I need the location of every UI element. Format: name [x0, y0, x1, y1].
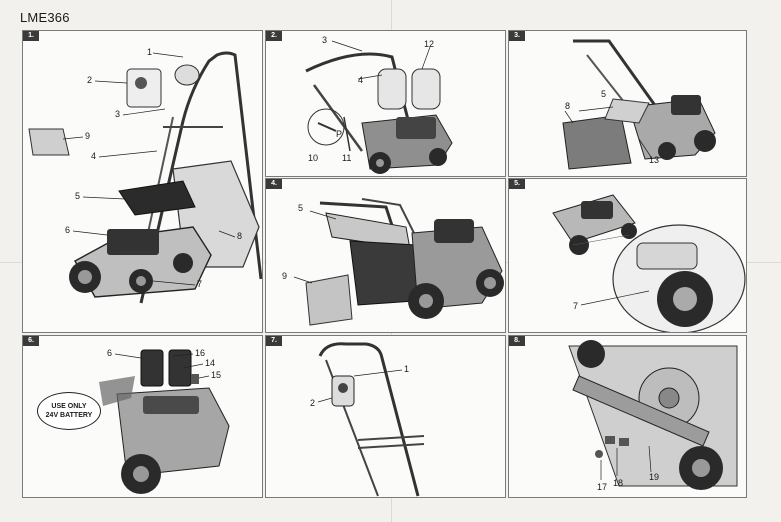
- callout-3: 3: [115, 109, 121, 119]
- callout-9: 9: [282, 271, 288, 281]
- start-switch-illustration: [317, 342, 425, 497]
- step-number: 4.: [266, 179, 282, 189]
- panel-step-4: 4. 5 9: [265, 178, 506, 333]
- height-adjust-illustration: [552, 194, 746, 332]
- callout-10: 10: [308, 153, 319, 163]
- callout-16: 16: [195, 348, 206, 358]
- callout-3: 3: [322, 35, 328, 45]
- callout-5: 5: [75, 191, 81, 201]
- battery-warning-label: USE ONLY 24V BATTERY: [37, 392, 101, 430]
- step-number: 1.: [23, 31, 39, 41]
- callout-8: 8: [565, 101, 571, 111]
- handle-assembly-illustration: [305, 40, 453, 174]
- step-number: 3.: [509, 31, 525, 41]
- panel-step-8: 8. 17 18 19: [508, 335, 747, 498]
- step-number: 7.: [266, 336, 282, 346]
- callout-1: 1: [404, 364, 410, 374]
- panel-step-5: 5. 7: [508, 178, 747, 333]
- panel-step-1: 1. 1 2 3 4 5 6 7 8 9: [22, 30, 263, 333]
- callout-12: 12: [424, 39, 435, 49]
- callout-19: 19: [649, 472, 660, 482]
- callout-17: 17: [597, 482, 608, 492]
- step-number: 2.: [266, 31, 282, 41]
- callout-5: 5: [601, 89, 607, 99]
- callout-2: 2: [87, 75, 93, 85]
- callout-14: 14: [205, 358, 216, 368]
- model-code: LME366: [20, 10, 70, 25]
- callout-6: 6: [107, 348, 113, 358]
- blade-replacement-illustration: [568, 340, 738, 490]
- panel-step-3: 3. 5 8 13: [508, 30, 747, 177]
- step-number: 8.: [509, 336, 525, 346]
- step-number: 5.: [509, 179, 525, 189]
- grass-bag-fitting-illustration: [562, 39, 716, 170]
- callout-4: 4: [91, 151, 97, 161]
- callout-7: 7: [197, 279, 203, 289]
- callout-5: 5: [298, 203, 304, 213]
- panel-step-2: 2. 3 4 12 P 10 11: [265, 30, 506, 177]
- callout-8: 8: [237, 231, 243, 241]
- callout-4: 4: [358, 75, 364, 85]
- callout-6: 6: [65, 225, 71, 235]
- callout-7: 7: [573, 301, 579, 311]
- rear-flap-illustration: [293, 198, 504, 326]
- callout-13: 13: [649, 155, 660, 165]
- callout-p: P: [336, 129, 343, 139]
- step-number: 6.: [23, 336, 39, 346]
- callout-1: 1: [147, 47, 153, 57]
- lawnmower-overview-illustration: [28, 51, 262, 304]
- panel-step-7: 7. 1 2: [265, 335, 506, 498]
- callout-18: 18: [613, 478, 624, 488]
- callout-9: 9: [85, 131, 91, 141]
- callout-11: 11: [342, 153, 352, 163]
- warning-line-2: 24V BATTERY: [45, 412, 93, 419]
- battery-insertion-illustration: [99, 349, 230, 494]
- callout-2: 2: [310, 398, 316, 408]
- callout-15: 15: [211, 370, 222, 380]
- warning-line-1: USE ONLY: [51, 403, 87, 410]
- panel-step-6: 6. 6 16 14 15 USE ONLY 24V BATTERY: [22, 335, 263, 498]
